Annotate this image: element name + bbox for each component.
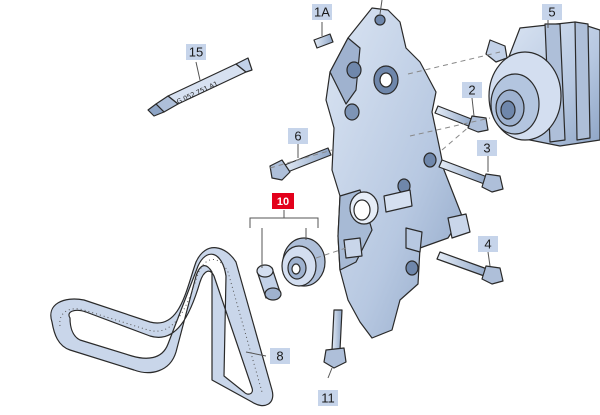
callout-10[interactable]: 10 — [272, 193, 294, 209]
svg-text:3: 3 — [483, 141, 490, 156]
svg-text:1A: 1A — [314, 5, 330, 20]
idler-pulley — [281, 237, 326, 287]
callout-6[interactable]: 6 — [288, 128, 308, 144]
callout-3[interactable]: 3 — [477, 140, 497, 156]
callout-8[interactable]: 8 — [270, 348, 290, 364]
svg-text:8: 8 — [276, 349, 283, 364]
bolt-2 — [434, 105, 489, 133]
svg-text:6: 6 — [294, 129, 301, 144]
svg-text:4: 4 — [484, 237, 491, 252]
svg-text:10: 10 — [277, 196, 289, 208]
callout-15[interactable]: 15 — [186, 44, 206, 60]
callout-4[interactable]: 4 — [478, 236, 498, 252]
svg-text:11: 11 — [321, 391, 335, 406]
bolt-6 — [269, 147, 332, 181]
leader-lines — [195, 0, 549, 379]
bolt-3 — [438, 159, 504, 193]
callout-2[interactable]: 2 — [462, 82, 482, 98]
bolt-11 — [323, 309, 347, 369]
svg-text:2: 2 — [468, 83, 475, 98]
callout-1a[interactable]: 1A — [312, 4, 332, 20]
callout-5[interactable]: 5 — [542, 4, 562, 20]
spacer-sleeve — [256, 264, 282, 301]
pin-1a — [313, 33, 334, 49]
bolt-4 — [436, 251, 504, 285]
poly-v-belt — [50, 247, 274, 407]
svg-text:15: 15 — [189, 45, 203, 60]
svg-text:5: 5 — [548, 5, 555, 20]
alternator — [485, 21, 600, 147]
mounting-bracket — [325, 7, 471, 339]
callout-11[interactable]: 11 — [318, 390, 338, 406]
sealant-tube: G 052 751 A1 — [147, 57, 253, 117]
